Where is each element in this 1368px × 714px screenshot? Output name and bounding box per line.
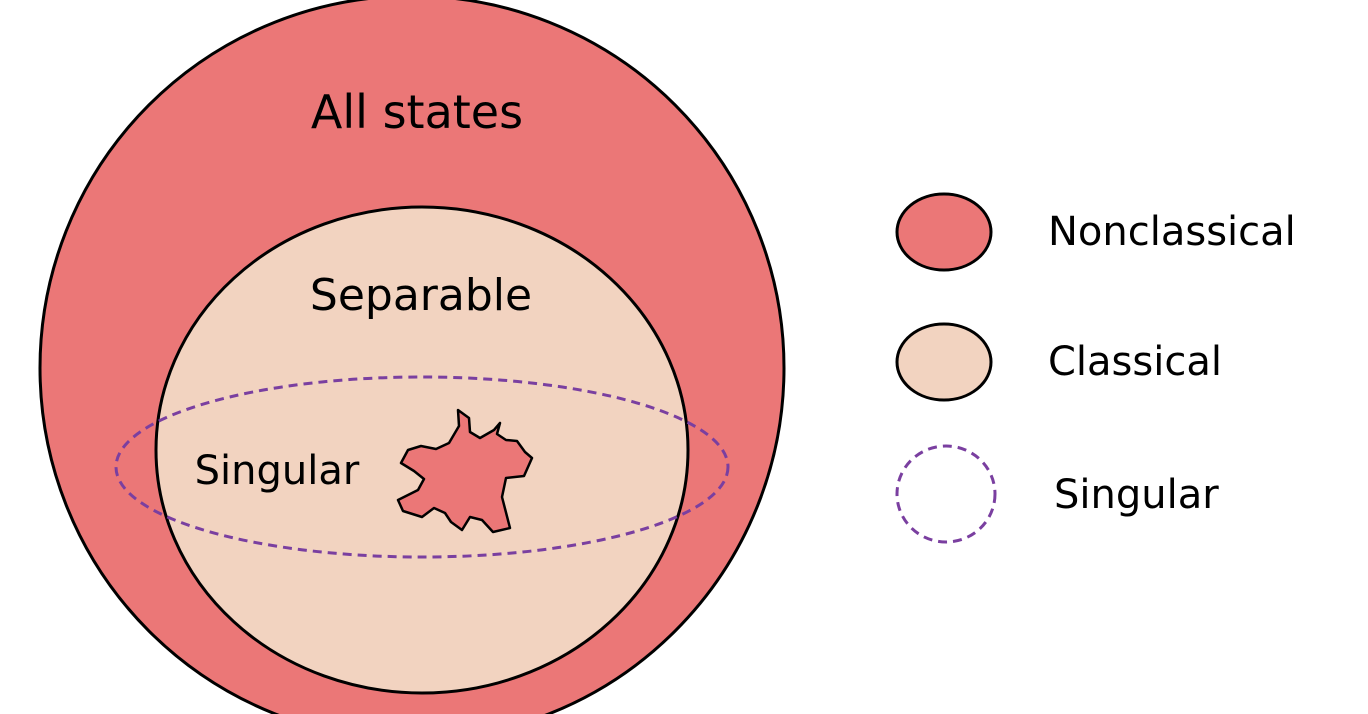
- all-states-label: All states: [311, 85, 523, 139]
- legend-singular-label: Singular: [1054, 472, 1219, 518]
- legend-classical-swatch: [895, 322, 993, 402]
- legend-classical-label: Classical: [1048, 339, 1222, 385]
- legend-nonclassical-label: Nonclassical: [1048, 209, 1296, 255]
- legend-nonclassical-swatch: [895, 192, 993, 272]
- singular-region: [114, 375, 730, 559]
- separable-label: Separable: [310, 270, 532, 321]
- nonclassical-blob: [396, 408, 534, 534]
- singular-label: Singular: [195, 448, 360, 494]
- legend: Nonclassical Classical Singular: [895, 192, 1296, 544]
- legend-singular-swatch: [895, 444, 997, 544]
